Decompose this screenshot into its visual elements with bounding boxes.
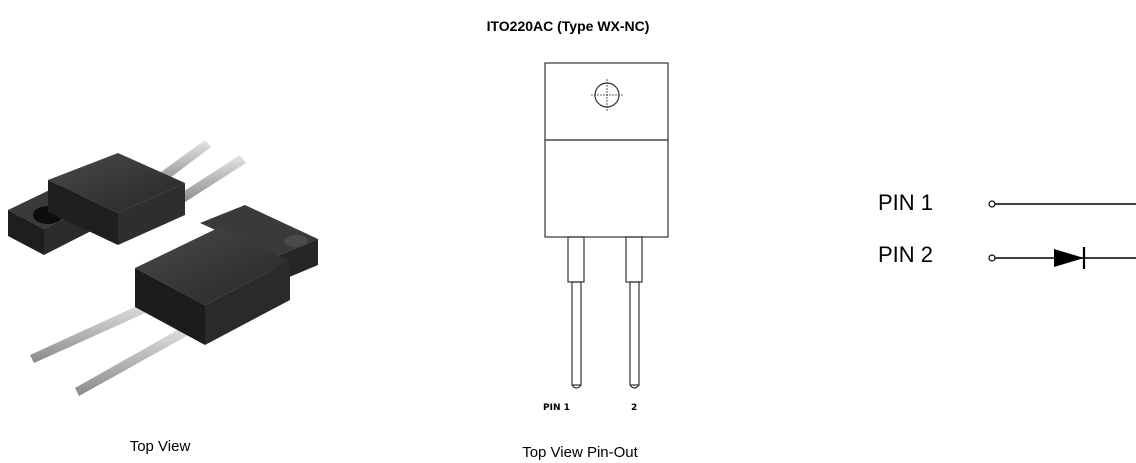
schematic-pin1-label: PIN 1 (878, 190, 933, 215)
pin2-terminal-icon (988, 254, 996, 262)
package-title: ITO220AC (Type WX-NC) (486, 18, 650, 34)
package-body (544, 139, 669, 238)
pinout-pin2-label: 2 (631, 403, 637, 413)
package-photo (8, 140, 318, 396)
pinout-drawing: PIN 1 2 (543, 62, 669, 413)
schematic-pin2-label: PIN 2 (878, 242, 933, 267)
photo-caption: Top View (129, 438, 191, 455)
pin1-terminal-icon (988, 200, 996, 208)
diode-icon (1054, 247, 1086, 269)
schematic: PIN 1 PIN 2 (878, 190, 1136, 269)
pinout-pin1-label: PIN 1 (543, 403, 570, 413)
package-tab (544, 62, 669, 141)
pinout-caption: Top View Pin-Out (522, 444, 638, 461)
